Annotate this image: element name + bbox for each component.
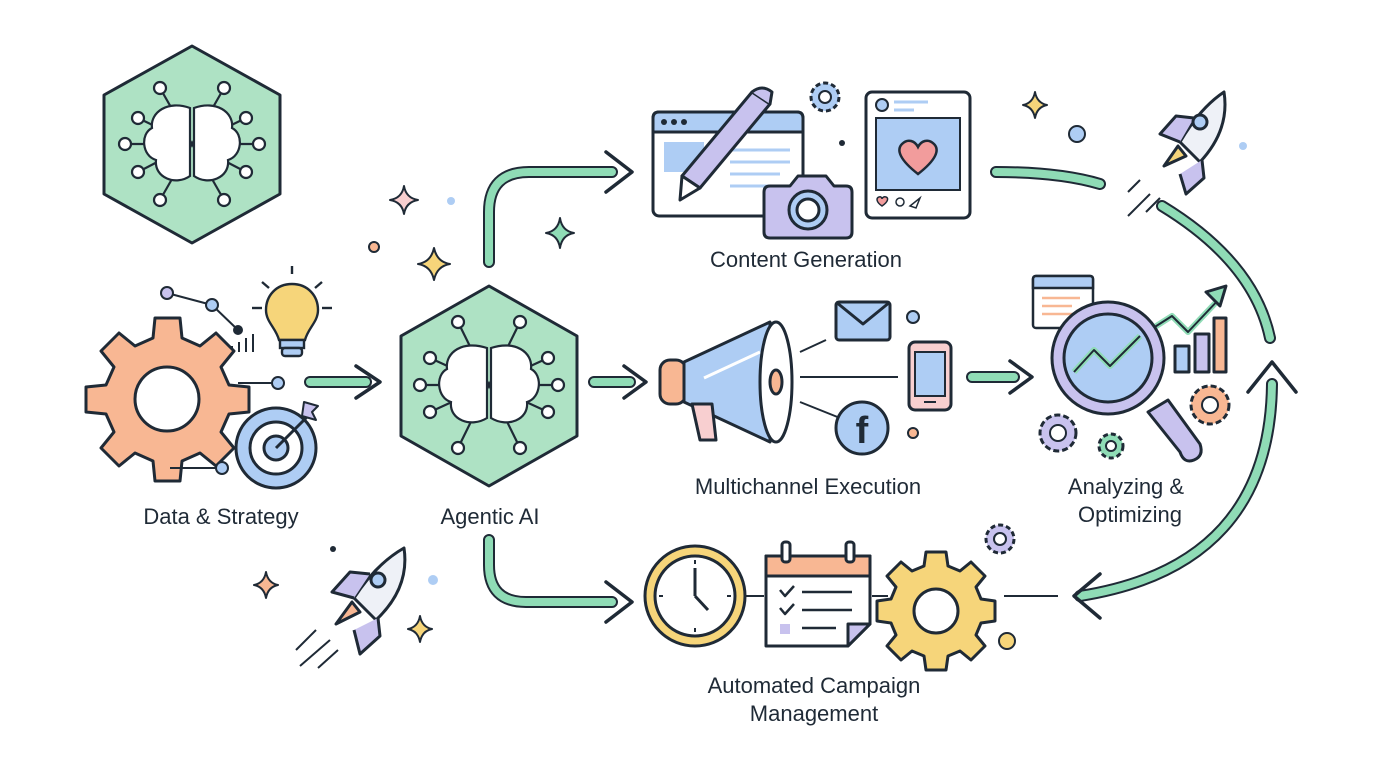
label-analyzing: Analyzing & bbox=[1068, 474, 1185, 499]
flow-arrow-loop-down bbox=[1156, 200, 1276, 344]
bar-signal-icon bbox=[231, 334, 254, 352]
target-icon bbox=[170, 376, 319, 490]
lightbulb-icon bbox=[252, 266, 332, 358]
label-management: Management bbox=[750, 701, 878, 726]
large-gear-icon bbox=[84, 316, 251, 483]
broadcast-lines bbox=[799, 339, 898, 419]
flow-arrow-data-to-ai bbox=[304, 364, 382, 400]
label-content-generation: Content Generation bbox=[710, 247, 902, 272]
small-gear-icon-2 bbox=[984, 523, 1016, 555]
pen-icon bbox=[678, 86, 774, 202]
label-data-strategy: Data & Strategy bbox=[143, 504, 298, 529]
calendar-checklist-icon bbox=[764, 540, 872, 648]
gear-cluster-icon bbox=[1038, 384, 1231, 460]
label-agentic-ai: Agentic AI bbox=[440, 504, 539, 529]
agentic-ai-hexagon-icon bbox=[399, 284, 579, 488]
growth-chart-icon bbox=[1148, 284, 1228, 374]
clock-icon bbox=[643, 544, 747, 648]
flow-arrow-ai-to-campaign bbox=[483, 534, 634, 624]
social-post-icon bbox=[864, 90, 972, 220]
rocket-icon-small bbox=[295, 546, 407, 669]
automation-gear-icon bbox=[875, 550, 997, 672]
label-automated-campaign: Automated Campaign bbox=[708, 673, 921, 698]
rocket-icon bbox=[1127, 90, 1227, 217]
flow-arrow-multichannel-to-analytics bbox=[966, 359, 1034, 395]
brain-hexagon-icon bbox=[102, 44, 282, 245]
label-multichannel-execution: Multichannel Execution bbox=[695, 474, 921, 499]
label-optimizing-line2: Optimizing bbox=[1078, 502, 1182, 527]
facebook-icon: f bbox=[834, 400, 890, 456]
smartphone-icon bbox=[907, 340, 953, 412]
email-icon bbox=[834, 300, 892, 342]
flow-arrow-content-to-loop bbox=[990, 166, 1106, 190]
camera-icon bbox=[762, 174, 854, 240]
small-gear-icon bbox=[809, 81, 841, 113]
svg-text:f: f bbox=[856, 410, 869, 452]
flow-arrow-ai-to-content bbox=[483, 150, 634, 268]
sparkle-icon bbox=[253, 91, 1048, 643]
flow-arrow-loop-up bbox=[1072, 360, 1298, 620]
megaphone-icon bbox=[658, 320, 794, 444]
data-network-icon bbox=[160, 286, 243, 335]
decorative-dots bbox=[330, 125, 1247, 650]
magnifying-glass-icon bbox=[1050, 300, 1203, 463]
flow-arrow-ai-to-multichannel bbox=[588, 364, 648, 400]
